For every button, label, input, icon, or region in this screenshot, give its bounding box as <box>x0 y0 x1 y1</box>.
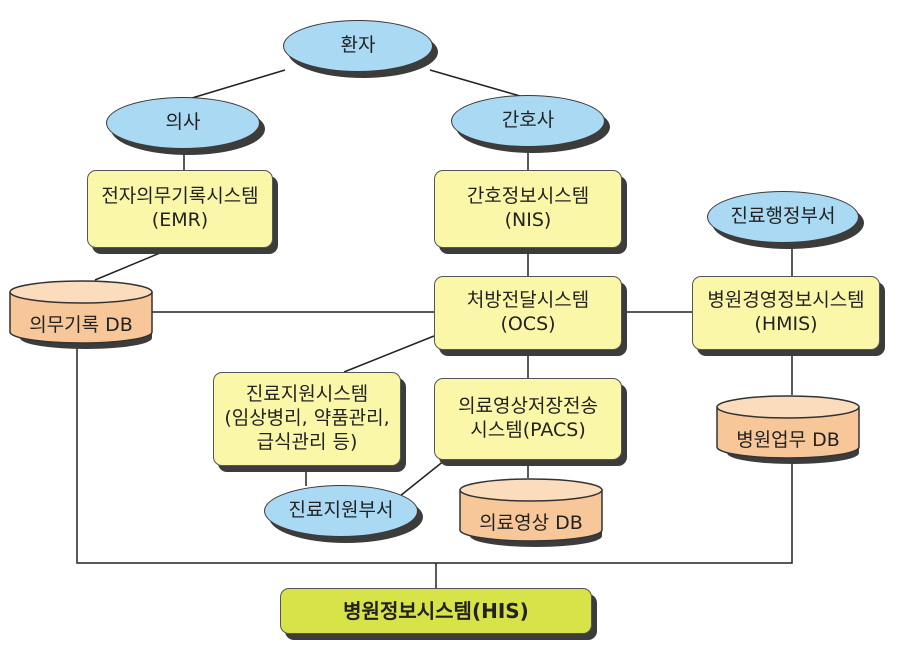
nis-node: 간호정보시스템 (NIS) <box>434 170 622 248</box>
ocs-abbr: (OCS) <box>500 313 556 335</box>
his-label: 병원정보시스템(HIS) <box>343 598 529 623</box>
edge-patient-doctor <box>191 69 286 99</box>
support-system-node: 진료지원시스템 (임상병리, 약품관리, 급식관리 등) <box>213 372 401 466</box>
support-system-detail-2: 급식관리 등) <box>256 430 358 453</box>
hospital-db: 병원업무 DB <box>716 395 860 464</box>
emr-abbr: (EMR) <box>151 209 209 231</box>
support-system-detail-1: (임상병리, 약품관리, <box>224 407 390 430</box>
imaging-db: 의료영상 DB <box>459 478 603 547</box>
nurse-label: 간호사 <box>501 109 555 132</box>
edge-pacs-supportdept <box>399 459 446 497</box>
support-system-title: 진료지원시스템 <box>245 383 369 406</box>
nurse-node: 간호사 <box>451 95 605 147</box>
admin-dept-label: 진료행정부서 <box>730 205 836 228</box>
support-dept-label: 진료지원부서 <box>288 499 394 522</box>
nis-abbr: (NIS) <box>504 209 552 231</box>
doctor-label: 의사 <box>165 111 201 134</box>
imaging-db-cylinder <box>459 478 603 547</box>
patient-node: 환자 <box>283 20 433 72</box>
doctor-node: 의사 <box>106 97 260 149</box>
his-node: 병원정보시스템(HIS) <box>280 588 592 634</box>
medical-record-db-label: 의무기록 DB <box>29 314 133 336</box>
ocs-node: 처방전달시스템 (OCS) <box>434 276 622 350</box>
edge-patient-nurse <box>429 69 521 97</box>
hospital-db-cylinder <box>716 395 860 464</box>
medical-record-db-cylinder <box>9 280 153 349</box>
emr-title: 전자의무기록시스템 <box>101 185 259 208</box>
pacs-title: 의료영상저장전송 <box>458 395 598 418</box>
patient-label: 환자 <box>340 34 376 57</box>
nis-title: 간호정보시스템 <box>466 185 590 208</box>
hmis-abbr: (HMIS) <box>754 313 818 335</box>
edge-ocs-support <box>343 335 435 373</box>
edge-bus-left <box>76 342 436 564</box>
pacs-node: 의료영상저장전송 시스템(PACS) <box>434 378 622 460</box>
edge-emr-db <box>94 247 173 281</box>
imaging-db-label: 의료영상 DB <box>479 512 583 534</box>
hmis-node: 병원경영정보시스템 (HMIS) <box>692 276 880 350</box>
ocs-title: 처방전달시스템 <box>466 289 590 312</box>
emr-node: 전자의무기록시스템 (EMR) <box>87 170 273 248</box>
hmis-title: 병원경영정보시스템 <box>707 289 865 312</box>
admin-dept-node: 진료행정부서 <box>707 191 859 243</box>
edge-bus-right <box>436 452 793 564</box>
medical-record-db: 의무기록 DB <box>9 280 153 349</box>
support-dept-node: 진료지원부서 <box>264 485 418 537</box>
hospital-db-label: 병원업무 DB <box>736 429 840 451</box>
pacs-abbr: 시스템(PACS) <box>470 419 586 441</box>
